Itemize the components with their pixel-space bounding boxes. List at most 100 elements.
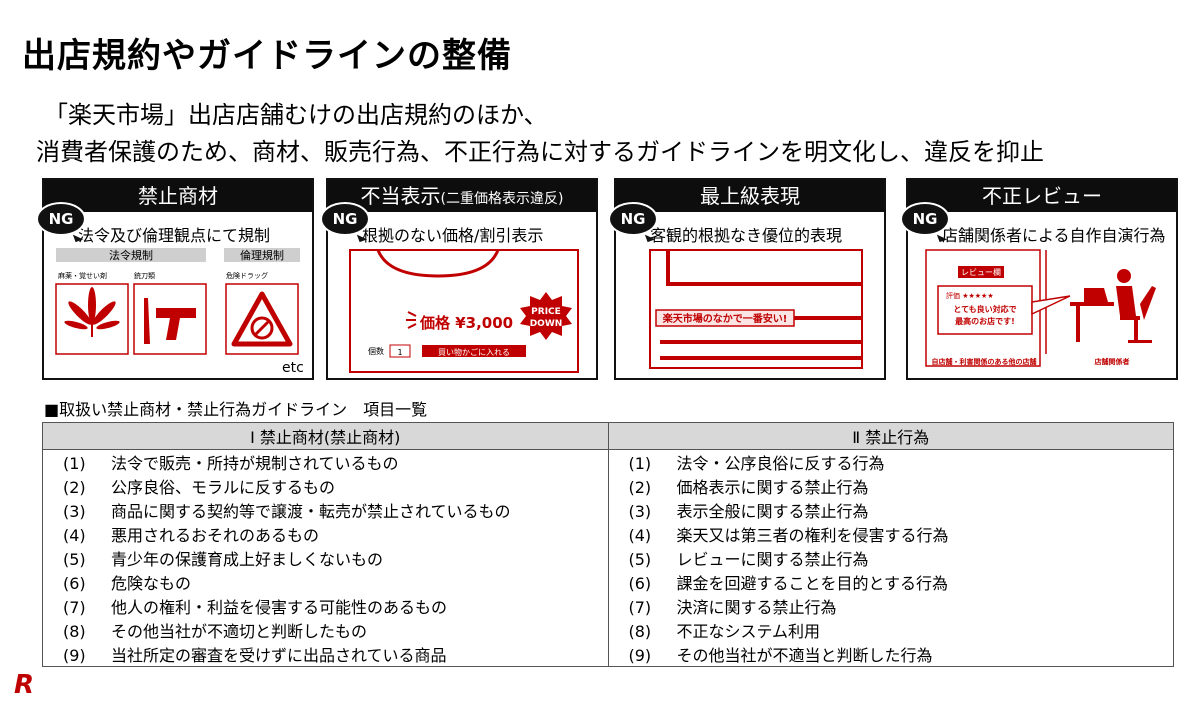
table-row: (7) 他人の権利・利益を侵害する可能性のあるもの (7) 決済に関する禁止行為 [42,594,1174,618]
item-number: (2) [628,478,652,497]
guideline-table: Ⅰ 禁止商材(禁止商材) Ⅱ 禁止行為 (1)法令で販売・所持が規制されているも… [42,422,1174,667]
panel-prohibited-goods: 禁止商材 NG 法令及び倫理観点にて規制 法令規制 倫理規制 麻薬・覚せい剤 銃… [36,178,314,380]
table-row: (2) 公序良俗、モラルに反するもの (2)価格表示に関する禁止行為 [42,474,1174,498]
ng-badge: NG [320,202,370,236]
review-header-bg [958,266,1004,278]
dangerous-drug-icon [231,291,293,347]
subtitle-line-2: 消費者保護のため、商材、販売行為、不正行為に対するガイドラインを明文化し、違反を… [36,138,1044,166]
panel-misleading-display: 不当表示(二重価格表示違反) NG 根拠のない価格/割引表示 価格 ¥3,000… [320,178,598,380]
qty-box [389,344,411,358]
rakuten-logo: R [14,670,35,700]
item-text: 決済に関する禁止行為 [676,598,837,617]
panel-title: 不正レビュー [908,180,1176,212]
danger-box [225,283,299,355]
etc-label: etc [282,360,304,376]
item-text: 表示全般に関する禁止行為 [676,502,869,521]
item-number: (1) [628,454,652,473]
emphasis-lines [406,311,417,329]
price-down-badge: PRICE DOWN [520,292,572,340]
table-row: (1)法令で販売・所持が規制されているもの(1)法令・公序良俗に反する行為 [42,449,1174,474]
ng-badge: NG [900,202,950,236]
review-box [937,285,1033,335]
item-number: (9) [628,646,652,665]
list-title: ■取扱い禁止商材・禁止行為ガイドライン 項目一覧 [44,400,428,419]
item-text: その他当社が不適切と判断したもの [111,622,368,641]
prohibited-goods-item: (7) 他人の権利・利益を侵害する可能性のあるもの [42,594,609,618]
prohibited-goods-item: (2) 公序良俗、モラルに反するもの [42,474,609,498]
item-text: 青少年の保護育成上好ましくないもの [111,550,384,569]
item-number: (5) [628,550,652,569]
prohibited-goods-item: (3) 商品に関する契約等で譲渡・転売が禁止されているもの [42,498,609,522]
table-row: (4) 悪用されるおそれのあるもの (4)楽天又は第三者の権利を侵害する行為 [42,522,1174,546]
page-frame [649,249,863,369]
header-prohibited-acts: Ⅱ 禁止行為 [607,422,1174,450]
prohibited-goods-item: (6) 危険なもの [42,570,609,594]
prohibited-act-item: (4)楽天又は第三者の権利を侵害する行為 [607,522,1174,546]
panel-fraud-review: 不正レビュー NG 店舗関係者による自作自演行為 レビュー欄 評価 ★★★★★ … [900,178,1178,380]
prohibited-act-item: (5)レビューに関する禁止行為 [607,546,1174,570]
item-text: 他人の権利・利益を侵害する可能性のあるもの [111,598,448,617]
drugs-box [55,283,129,355]
price-text: 価格 ¥3,000 [419,314,513,332]
danger-caption: 危険ドラッグ [226,271,268,280]
item-number: (8) [628,622,652,641]
item-number: (3) [63,502,86,521]
item-number: (8) [63,622,86,641]
item-number: (6) [628,574,652,593]
panel-title: 不当表示(二重価格表示違反) [328,180,596,212]
item-text: 公序良俗、モラルに反するもの [111,478,336,497]
item-text: 当社所定の審査を受けずに出品されている商品 [111,646,447,665]
gun-knife-icon [144,298,196,344]
qty-label: 個数 [368,346,384,356]
prohibited-goods-illustration: 法令規制 倫理規制 麻薬・覚せい剤 銃刀類 危険ドラッグ etc [55,248,304,376]
prohibited-act-item: (8) 不正なシステム利用 [607,618,1174,642]
cannabis-icon [64,287,120,337]
prohibited-act-item: (9) その他当社が不適当と判断した行為 [607,642,1174,667]
blades-caption: 銃刀類 [134,271,155,280]
item-number: (6) [63,574,86,593]
panel-description: 根拠のない価格/割引表示 [362,226,544,245]
ethics-tag-bg [224,248,300,262]
item-text: 課金を回避することを目的とする行為 [676,574,949,593]
panel-description: 法令及び倫理観点にて規制 [78,226,271,245]
claim-banner-text: 楽天市場のなかで一番安い! [662,312,788,325]
prohibited-act-item: (3)表示全般に関する禁止行為 [607,498,1174,522]
panel-description: 店舗関係者による自作自演行為 [942,226,1166,245]
item-number: (1) [63,454,86,473]
item-text: 不正なシステム利用 [676,622,821,641]
law-tag-bg [56,248,206,262]
cart-button-label: 買い物かごに入れる [438,347,510,357]
badge-line-2: DOWN [530,319,563,329]
product-frame [349,249,579,373]
qty-value: 1 [397,348,402,357]
item-number: (7) [628,598,652,617]
table-row: (3) 商品に関する契約等で譲渡・転売が禁止されているもの (3)表示全般に関する禁… [42,498,1174,522]
subtitle-line-1: 「楽天市場」出店店舗むけの出店規約のほか、 [44,101,548,129]
prohibited-goods-item: (4) 悪用されるおそれのあるもの [42,522,609,546]
review-text-2: 最高のお店です! [955,316,1015,326]
item-text: その他当社が不適当と判断した行為 [676,646,933,665]
layout-line [666,250,862,286]
item-text: 商品に関する契約等で譲渡・転売が禁止されているもの [111,502,511,521]
table-row: (6) 危険なもの (6) 課金を回避することを目的とする行為 [42,570,1174,594]
prohibited-goods-item: (9)当社所定の審査を受けずに出品されている商品 [42,642,609,667]
review-header: レビュー欄 [961,267,1001,277]
item-number: (7) [63,598,86,617]
drugs-caption: 麻薬・覚せい剤 [58,271,107,280]
page-title: 出店規約やガイドラインの整備 [22,36,512,76]
prohibited-goods-item: (5)青少年の保護育成上好ましくないもの [42,546,609,570]
item-text: 法令・公序良俗に反する行為 [676,454,885,473]
panel-title: 最上級表現 [616,180,884,212]
table-row: (8) その他当社が不適切と判断したもの (8) 不正なシステム利用 [42,618,1174,642]
prohibited-act-item: (6) 課金を回避することを目的とする行為 [607,570,1174,594]
table-row: (9)当社所定の審査を受けずに出品されている商品 (9) その他当社が不適当と判断し… [42,642,1174,667]
ethics-tag: 倫理規制 [240,248,284,262]
price-display-illustration: 価格 ¥3,000 PRICE DOWN 個数 1 買い物かごに入れる [349,249,579,373]
item-text: 危険なもの [111,574,192,593]
item-text: 悪用されるおそれのあるもの [111,526,320,545]
item-number: (2) [63,478,86,497]
prohibited-act-item: (2)価格表示に関する禁止行為 [607,474,1174,498]
speech-tail [1031,295,1071,316]
item-number: (4) [63,526,86,545]
header-prohibited-goods: Ⅰ 禁止商材(禁止商材) [42,422,609,450]
